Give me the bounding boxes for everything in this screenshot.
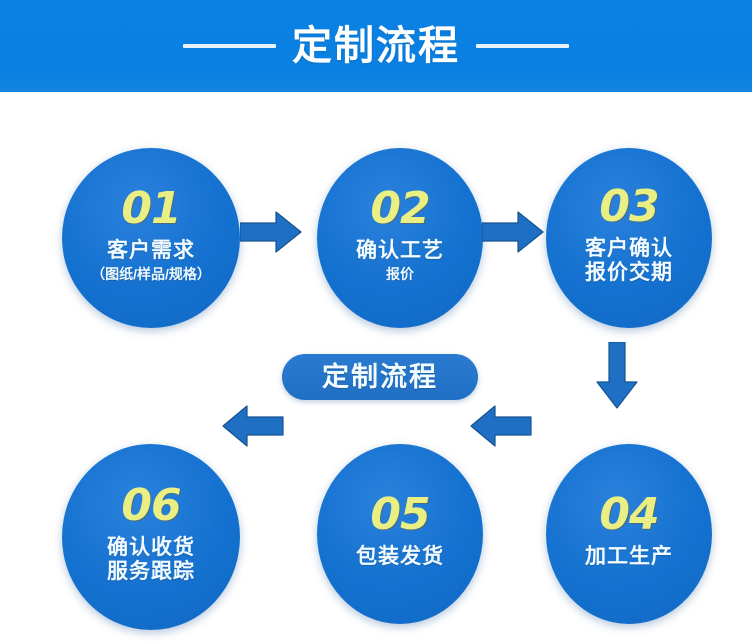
center-badge-label: 定制流程 <box>322 361 438 392</box>
step-number-06: 06 <box>121 479 181 531</box>
header-right-rule-icon <box>476 44 569 48</box>
flow-step-03[interactable]: 03 客户确认 报价交期 <box>546 148 712 328</box>
step-number-05: 05 <box>370 488 430 540</box>
step-label-04: 加工生产 <box>585 544 673 568</box>
center-badge[interactable]: 定制流程 <box>282 354 478 400</box>
header-content: 定制流程 <box>0 0 752 92</box>
arrow-left-icon-step5-to-step6 <box>222 404 284 448</box>
flow-step-01[interactable]: 01 客户需求 （图纸/样品/规格） <box>62 148 240 328</box>
step-number-04: 04 <box>599 488 659 540</box>
step-label-03: 客户确认 <box>585 236 673 260</box>
step-number-03: 03 <box>599 180 659 232</box>
step-label2-06: 服务跟踪 <box>107 560 195 583</box>
flow-step-02[interactable]: 02 确认工艺 报价 <box>317 148 483 328</box>
flow-step-05[interactable]: 05 包装发货 <box>317 444 483 624</box>
step-number-02: 02 <box>370 182 430 234</box>
step-number-01: 01 <box>121 182 181 234</box>
step-sublabel-01: （图纸/样品/规格） <box>91 266 211 283</box>
flow-step-06[interactable]: 06 确认收货 服务跟踪 <box>62 444 240 630</box>
step-label-06: 确认收货 <box>107 535 195 559</box>
flow-diagram: 01 客户需求 （图纸/样品/规格） 02 确认工艺 报价 03 客户确认 报价… <box>0 92 752 643</box>
flow-step-04[interactable]: 04 加工生产 <box>546 444 712 624</box>
step-label-02: 确认工艺 <box>356 238 444 262</box>
header-left-rule-icon <box>183 44 276 48</box>
step-sublabel-02: 报价 <box>386 266 414 283</box>
step-label-05: 包装发货 <box>356 544 444 568</box>
page-title: 定制流程 <box>292 24 460 68</box>
arrow-right-icon-step1-to-step2 <box>240 210 302 254</box>
header-banner: 定制流程 <box>0 0 752 92</box>
step-label2-03: 报价交期 <box>585 261 673 284</box>
arrow-left-icon-step4-to-step5 <box>470 404 532 448</box>
arrow-right-icon-step2-to-step3 <box>482 210 544 254</box>
step-label-01: 客户需求 <box>107 238 195 262</box>
arrow-down-icon-step3-to-step4 <box>595 342 639 410</box>
